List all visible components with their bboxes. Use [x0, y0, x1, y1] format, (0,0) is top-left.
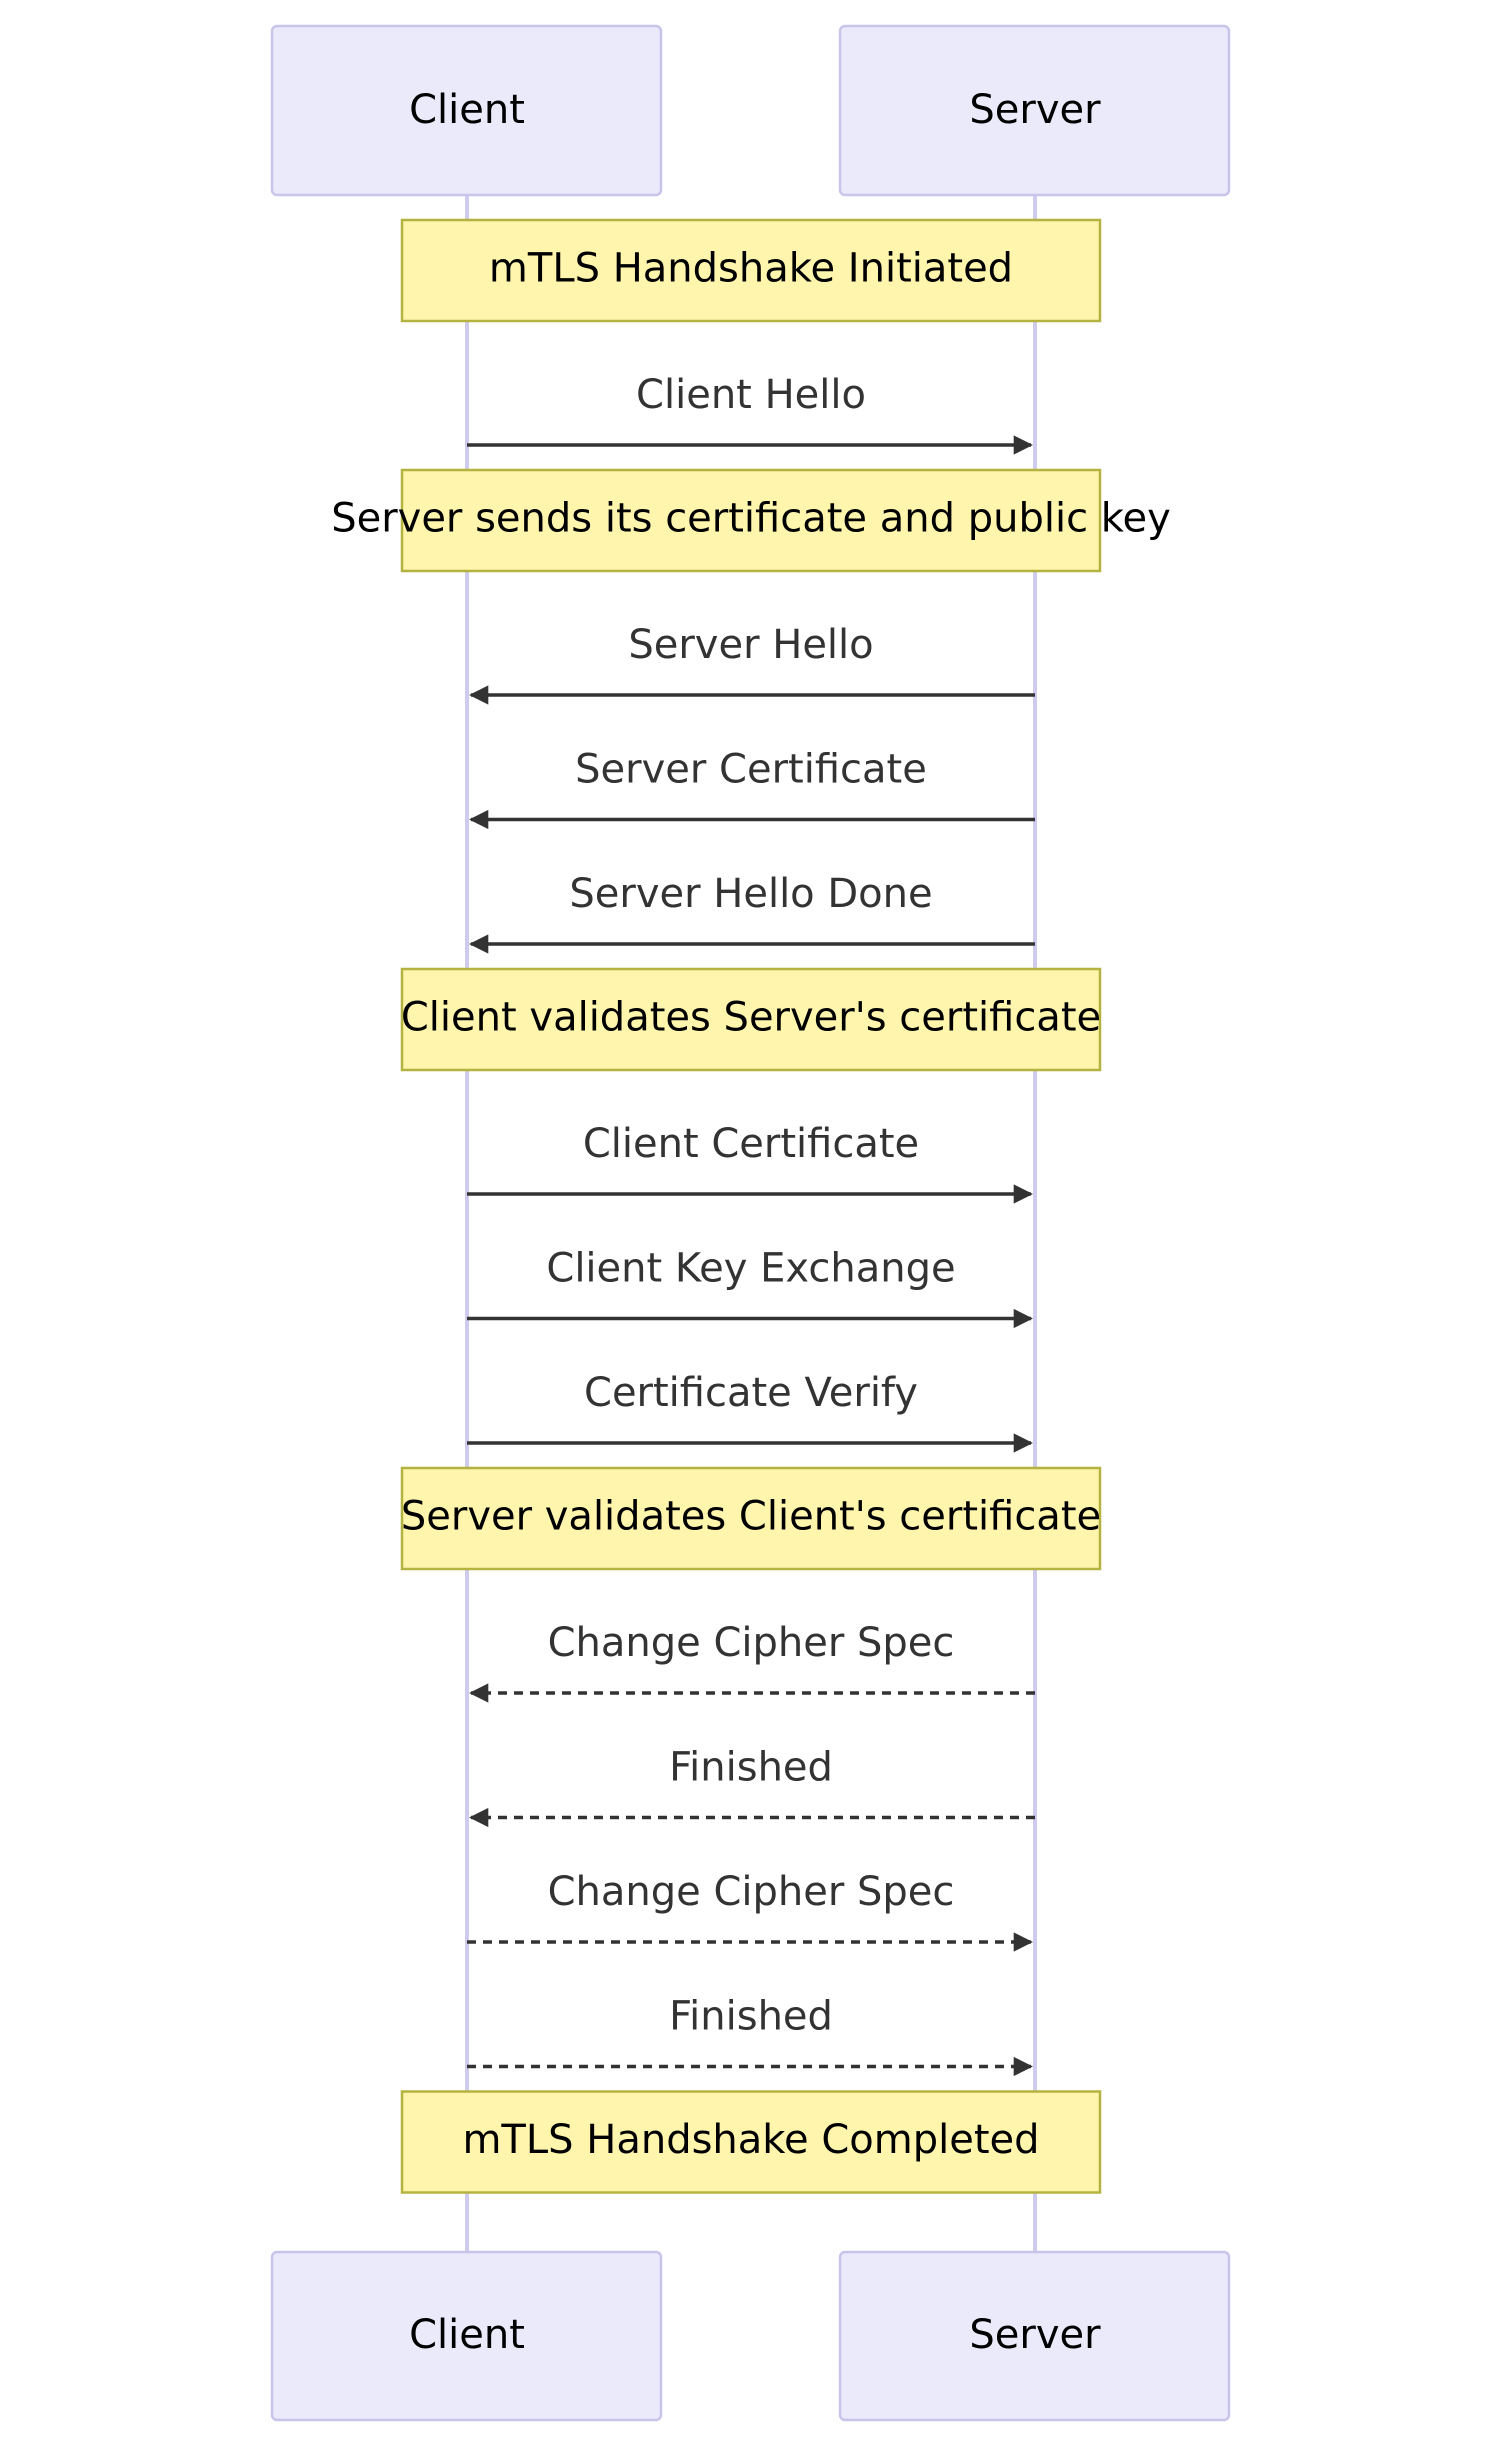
- message-4: Client Certificate: [467, 1121, 1033, 1204]
- note-box: [400, 2090, 1102, 2194]
- message-9: Change Cipher Spec: [467, 1869, 1033, 1952]
- note-label: mTLS Handshake Initiated: [489, 246, 1013, 292]
- message-6: Certificate Verify: [467, 1370, 1033, 1453]
- client-actor-top-label: Client: [409, 87, 525, 133]
- message-label: Change Cipher Spec: [548, 1620, 955, 1666]
- message-label: Client Certificate: [583, 1121, 919, 1167]
- client-actor-top: Client: [270, 24, 663, 197]
- message-label: Certificate Verify: [584, 1370, 918, 1416]
- note-label: Client validates Server's certificate: [401, 995, 1101, 1041]
- note-box: [400, 468, 1102, 573]
- message-2: Server Certificate: [469, 747, 1035, 830]
- message-5: Client Key Exchange: [467, 1246, 1033, 1329]
- message-1: Server Hello: [469, 622, 1035, 705]
- message-10: Finished: [467, 1994, 1033, 2077]
- note-2: Client validates Server's certificate: [400, 967, 1102, 1072]
- note-label: Server validates Client's certificate: [401, 1494, 1101, 1540]
- note-1: Server sends its certificate and public …: [331, 468, 1171, 573]
- server-actor-bottom-label: Server: [969, 2312, 1101, 2358]
- note-box: [400, 218, 1102, 323]
- message-7: Change Cipher Spec: [469, 1620, 1035, 1703]
- message-label: Server Hello Done: [569, 871, 932, 917]
- message-0: Client Hello: [467, 372, 1033, 455]
- message-8: Finished: [469, 1745, 1035, 1828]
- message-label: Server Hello: [628, 622, 873, 668]
- note-label: Server sends its certificate and public …: [331, 496, 1171, 542]
- message-label: Change Cipher Spec: [548, 1869, 955, 1915]
- note-label: mTLS Handshake Completed: [462, 2117, 1039, 2163]
- message-label: Client Hello: [636, 372, 866, 418]
- message-label: Finished: [669, 1994, 833, 2040]
- note-4: mTLS Handshake Completed: [400, 2090, 1102, 2194]
- note-0: mTLS Handshake Initiated: [400, 218, 1102, 323]
- note-box: [400, 967, 1102, 1072]
- note-box: [400, 1466, 1102, 1571]
- message-label: Server Certificate: [575, 747, 927, 793]
- message-3: Server Hello Done: [469, 871, 1035, 954]
- client-actor-bottom-label: Client: [409, 2312, 525, 2358]
- client-actor-bottom: Client: [270, 2250, 663, 2422]
- message-label: Client Key Exchange: [546, 1246, 955, 1292]
- server-actor-bottom: Server: [838, 2250, 1231, 2422]
- message-label: Finished: [669, 1745, 833, 1791]
- server-actor-top: Server: [838, 24, 1231, 197]
- server-actor-top-label: Server: [969, 87, 1101, 133]
- note-3: Server validates Client's certificate: [400, 1466, 1102, 1571]
